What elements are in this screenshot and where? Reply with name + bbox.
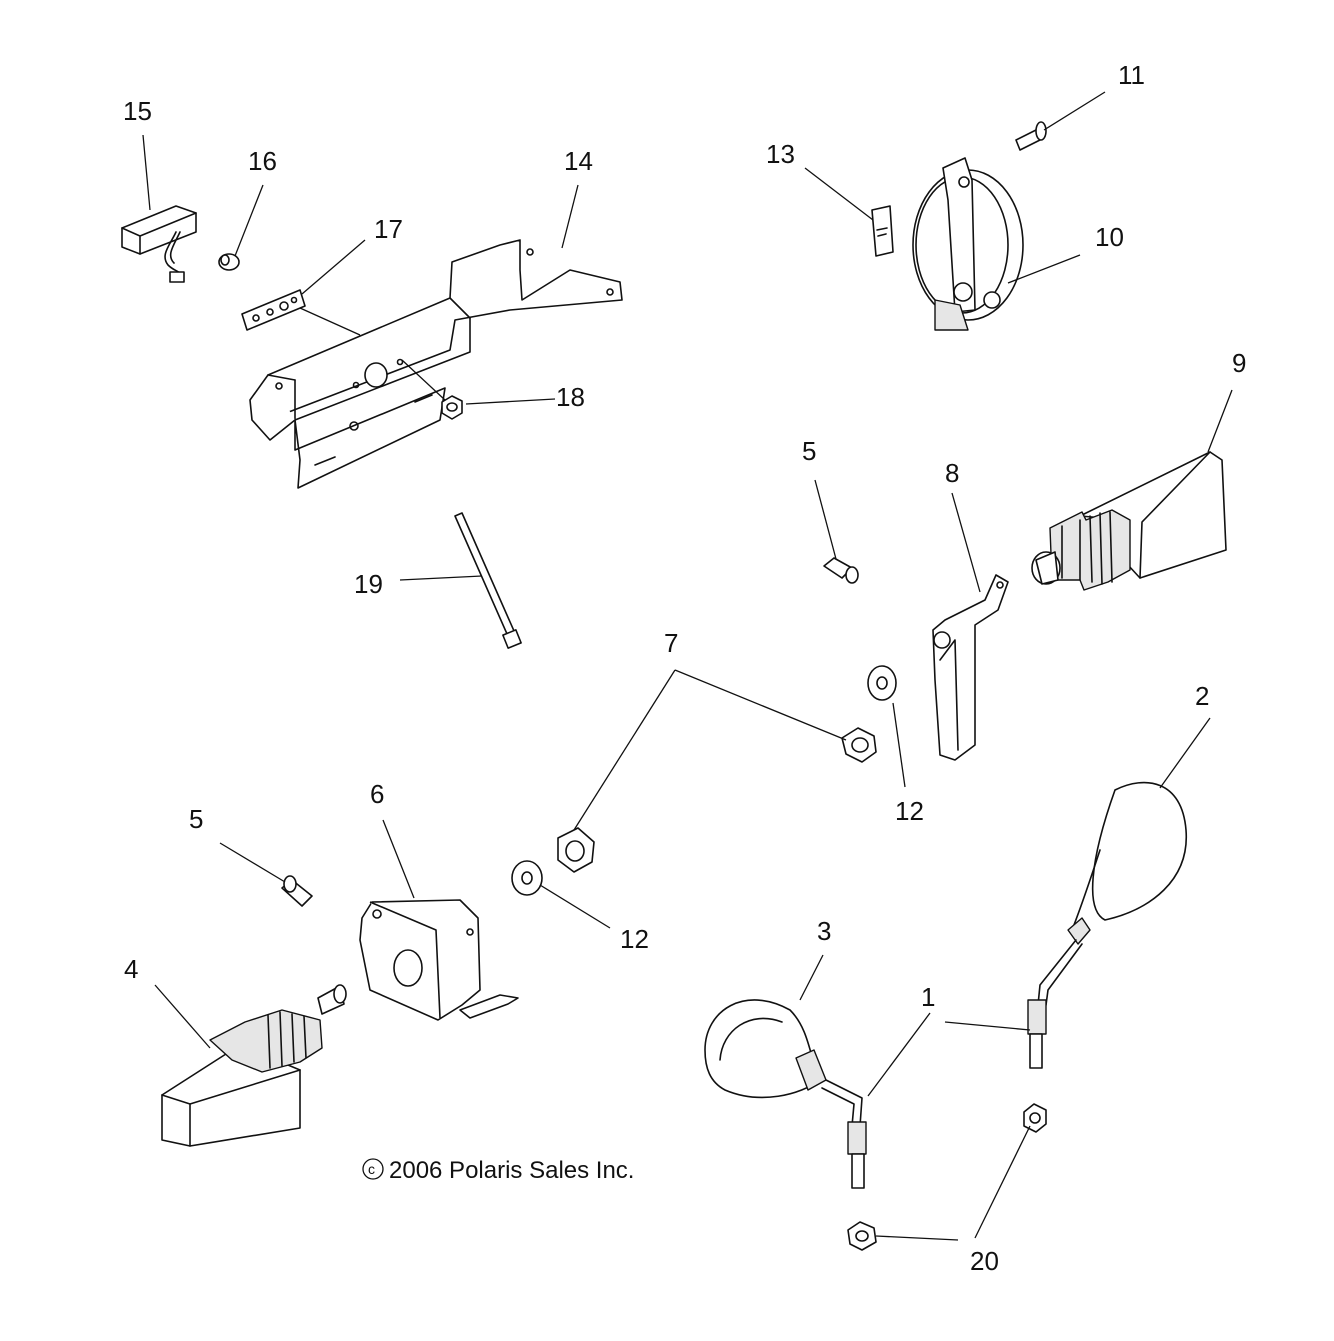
washer-12-upper-part <box>867 665 897 701</box>
callout-18: 18 <box>556 382 585 412</box>
right-mirror-part <box>1027 781 1187 1069</box>
callout-20: 20 <box>970 1246 999 1276</box>
nut-20-lower-part <box>847 1221 877 1251</box>
callout-12-upper: 12 <box>895 796 924 826</box>
nut-7-lower-part <box>557 827 595 873</box>
right-turn-signal-part <box>1031 451 1227 591</box>
nut-20-upper-part <box>1023 1103 1047 1133</box>
callout-5-lower: 5 <box>189 804 203 834</box>
callout-13: 13 <box>766 139 795 169</box>
callout-4: 4 <box>124 954 138 984</box>
horn-part <box>912 157 1024 331</box>
callout-12-lower: 12 <box>620 924 649 954</box>
license-bracket-part <box>249 239 623 489</box>
bolt-5-lower-part <box>281 875 313 907</box>
callout-16: 16 <box>248 146 277 176</box>
callout-9: 9 <box>1232 348 1246 378</box>
callout-2: 2 <box>1195 681 1209 711</box>
callout-1: 1 <box>921 982 935 1012</box>
callout-labels: 1 2 3 4 5 5 6 7 8 9 10 11 12 12 13 14 15… <box>123 60 1246 1276</box>
cable-tie-part <box>454 512 522 649</box>
callout-8: 8 <box>945 458 959 488</box>
bolt-11-part <box>1015 121 1047 151</box>
left-turn-signal-part <box>161 984 347 1147</box>
leader-lines <box>142 91 1233 1241</box>
callout-10: 10 <box>1095 222 1124 252</box>
callout-15-label: 15 <box>123 96 152 126</box>
copyright-c: c <box>368 1161 375 1177</box>
plate-part <box>241 289 306 331</box>
callout-11: 11 <box>1118 60 1145 90</box>
copyright-text: 2006 Polaris Sales Inc. <box>389 1157 634 1184</box>
callout-7: 7 <box>664 628 678 658</box>
grommet-part <box>218 253 240 271</box>
callout-6: 6 <box>370 779 384 809</box>
washer-12-lower-part <box>511 860 543 896</box>
nut-7-upper-part <box>841 727 877 763</box>
nut-18-part <box>441 395 463 420</box>
callout-14: 14 <box>564 146 593 176</box>
callout-5-upper: 5 <box>802 436 816 466</box>
left-bracket-part <box>359 899 519 1021</box>
callout-17: 17 <box>374 214 403 244</box>
right-bracket-part <box>932 574 1009 761</box>
label-part <box>871 205 894 257</box>
copyright-symbol-circle <box>362 1158 384 1180</box>
license-light-part <box>121 205 197 283</box>
bolt-5-upper-part <box>823 557 859 584</box>
callout-3: 3 <box>817 916 831 946</box>
callout-19: 19 <box>354 569 383 599</box>
copyright-notice: © c 2006 Polaris Sales Inc. <box>362 1157 634 1184</box>
left-mirror-part <box>704 999 867 1189</box>
